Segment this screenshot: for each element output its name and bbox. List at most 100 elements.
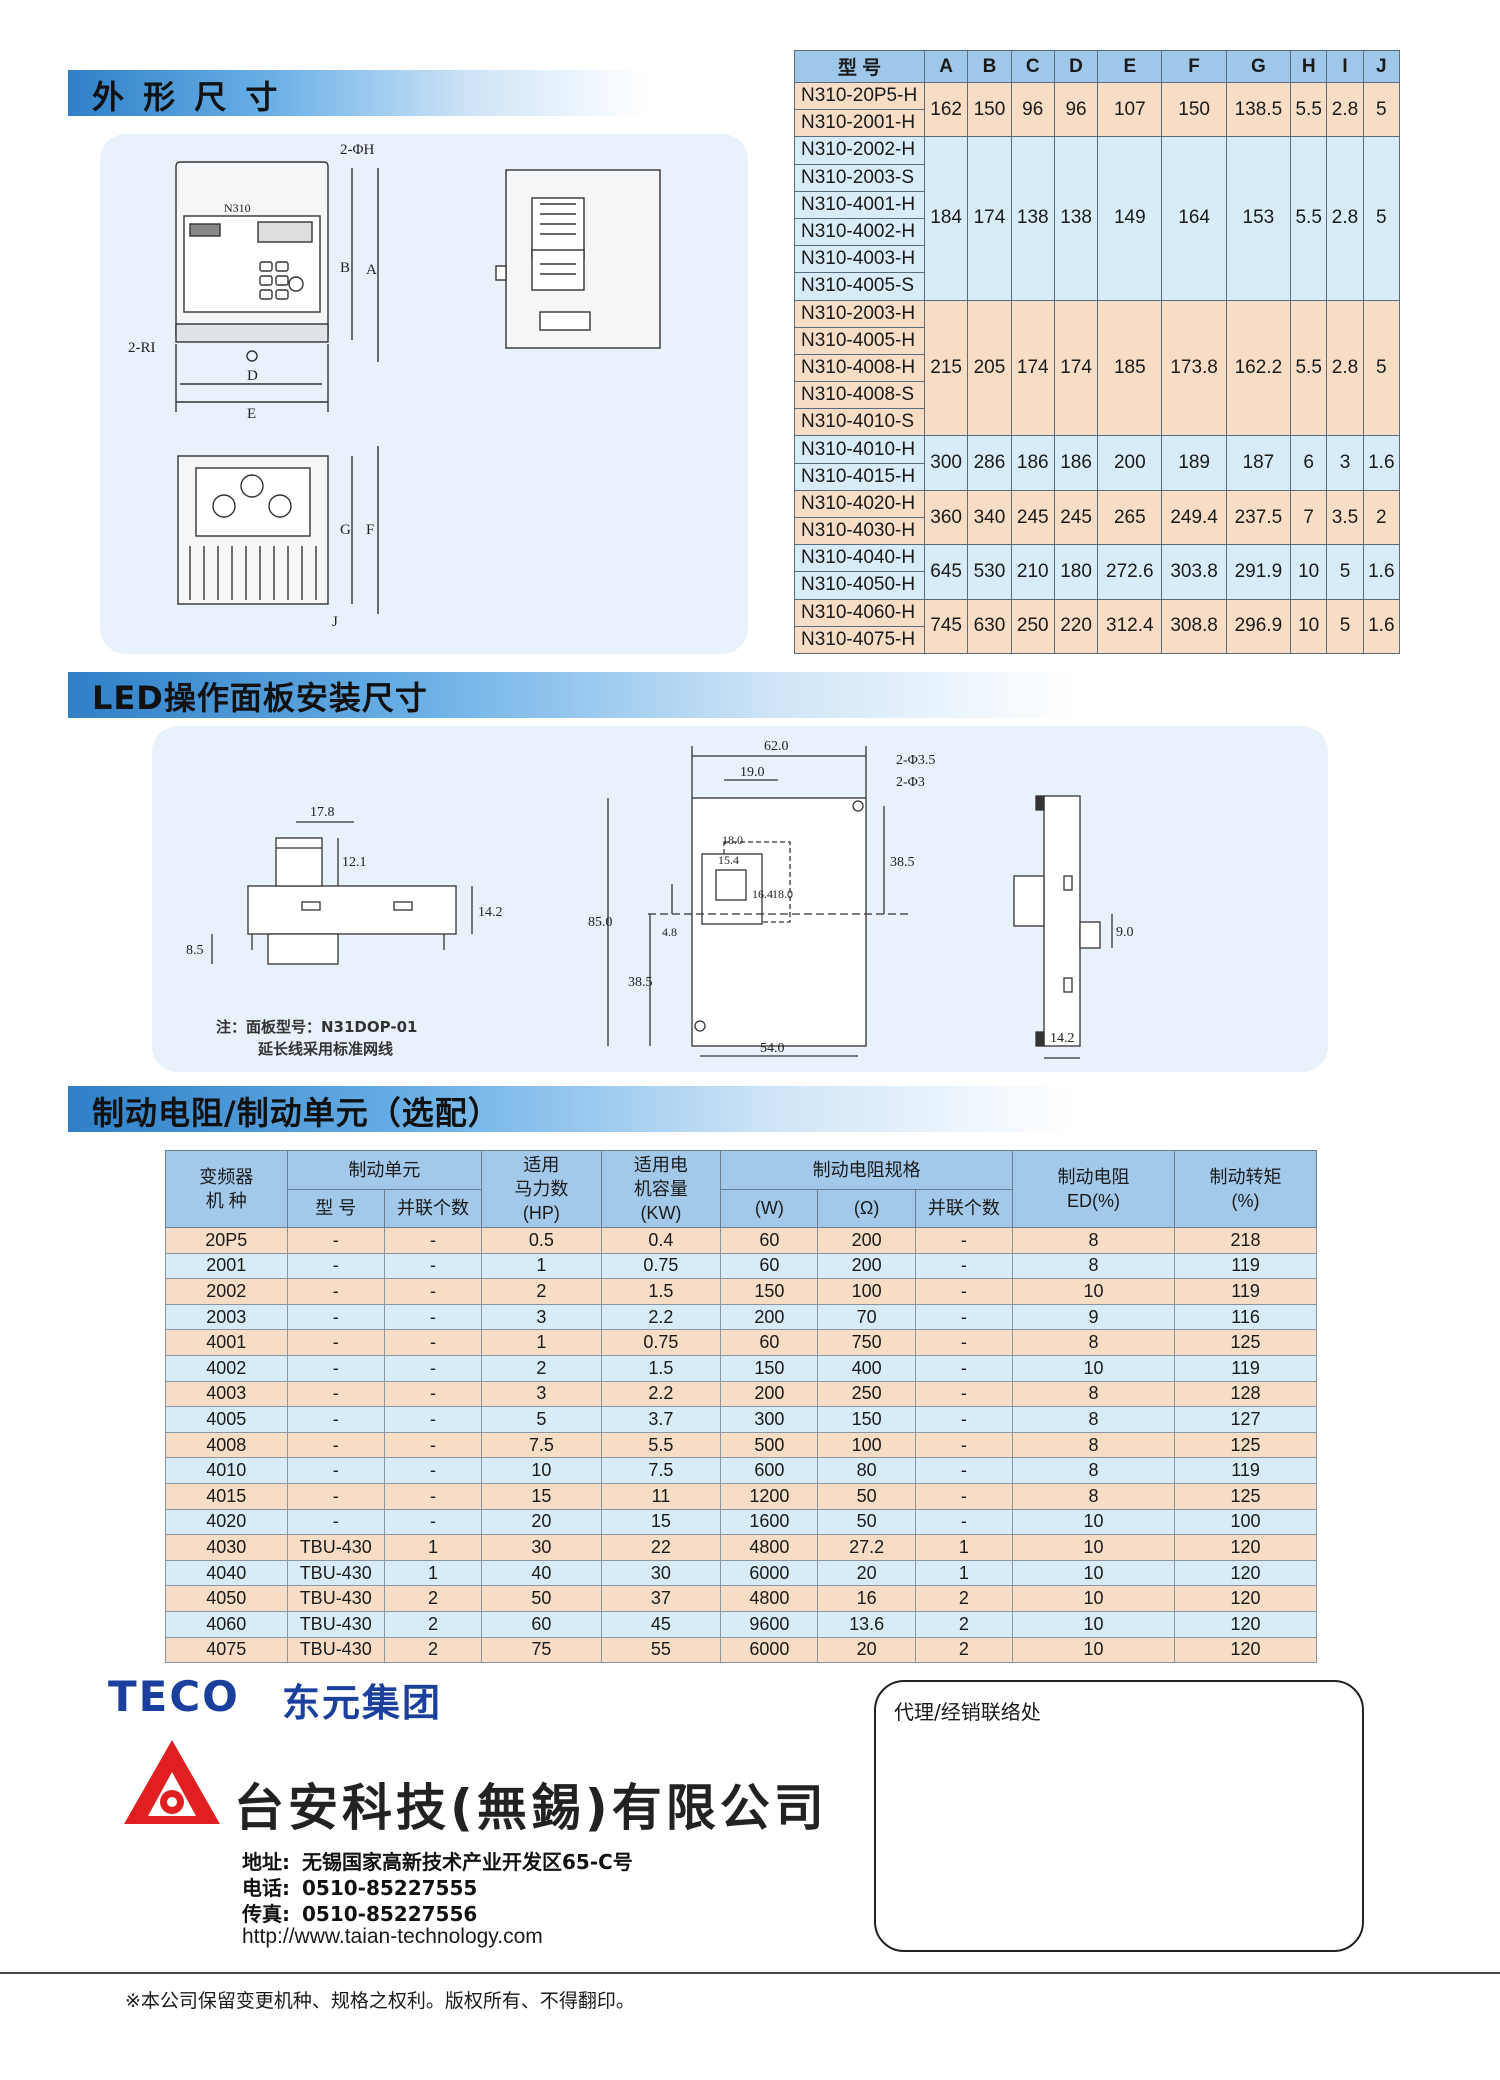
- dimension-value-cell: 210: [1010, 544, 1055, 600]
- brake-cell: 30: [481, 1534, 602, 1561]
- dimension-row: N310-4050-H: [794, 571, 1400, 600]
- dimension-value-cell: 745: [923, 598, 969, 654]
- led-dim-front-w: 62.0: [764, 739, 789, 754]
- brake-cell: -: [914, 1278, 1014, 1305]
- col-h: H: [1290, 50, 1328, 83]
- dimension-value-cell: 107: [1097, 81, 1163, 138]
- agent-contact-label: 代理/经销联络处: [894, 1700, 1041, 1724]
- brake-cell: -: [914, 1354, 1014, 1382]
- brake-cell: 2001: [165, 1252, 288, 1280]
- brake-cell: -: [286, 1406, 385, 1433]
- dimension-value-cell: 308.8: [1161, 598, 1227, 654]
- dimension-row: N310-4030-H: [794, 516, 1400, 546]
- dimension-value-cell: 150: [1161, 81, 1227, 138]
- led-dim-hole1: 2-Φ3.5: [896, 753, 935, 768]
- brake-cell: 200: [817, 1227, 916, 1254]
- brake-cell: 15: [481, 1482, 602, 1510]
- dimension-value-cell: 3.5: [1326, 489, 1364, 546]
- brake-cell: 0.75: [600, 1252, 722, 1280]
- brake-cell: -: [383, 1457, 483, 1484]
- brake-cell: 8: [1011, 1406, 1176, 1433]
- dimension-value-cell: 150: [967, 81, 1012, 138]
- dimension-value-cell: 138: [1010, 136, 1055, 301]
- brake-col-unit-type: 型 号: [286, 1188, 385, 1228]
- led-note: 注：面板型号：N31DOP-01 延长线采用标准网线: [216, 1016, 417, 1060]
- brake-cell: 6000: [720, 1636, 819, 1664]
- section-title-brake: 制动电阻/制动单元（选配）: [92, 1094, 501, 1132]
- brake-cell: 1.5: [600, 1278, 722, 1305]
- address-line: 地址:无锡国家高新技术产业开发区65-C号: [242, 1846, 633, 1875]
- brake-cell: 3: [481, 1303, 602, 1331]
- brake-cell: -: [383, 1303, 483, 1331]
- dimension-value-cell: 220: [1053, 598, 1099, 654]
- model-cell: N310-4001-H: [794, 190, 925, 219]
- led-dim-right-9: 9.0: [1116, 925, 1134, 940]
- dimension-value-cell: 250: [1010, 598, 1055, 654]
- brake-cell: 7.5: [600, 1457, 722, 1484]
- brake-cell: 120: [1174, 1610, 1317, 1638]
- brake-cell: -: [914, 1508, 1014, 1536]
- brake-col-kw: 适用电 机容量 (KW): [600, 1150, 722, 1228]
- dimension-value-cell: 164: [1161, 136, 1227, 301]
- dimension-value-cell: 360: [923, 489, 969, 546]
- led-dim-front-19: 19.0: [740, 765, 765, 780]
- dimension-value-cell: 300: [923, 435, 969, 491]
- brake-cell: 2: [914, 1610, 1014, 1638]
- brake-cell: 150: [720, 1278, 819, 1305]
- dimension-value-cell: 174: [1053, 299, 1099, 437]
- fax-value: 0510-85227556: [302, 1902, 478, 1926]
- dimension-value-cell: 5.5: [1290, 299, 1328, 437]
- fax-label: 传真:: [242, 1902, 290, 1926]
- brake-cell: 4001: [165, 1329, 288, 1356]
- agent-contact-box: 代理/经销联络处: [874, 1680, 1364, 1952]
- brake-cell: 20P5: [165, 1227, 288, 1254]
- led-dim-side-knob: 12.1: [342, 855, 367, 870]
- brake-cell: 10: [1011, 1534, 1176, 1561]
- dimension-row: N310-2003-S: [794, 163, 1400, 192]
- dimension-value-cell: 2.8: [1326, 81, 1364, 138]
- brake-cell: 2: [914, 1585, 1014, 1612]
- brake-cell: 4015: [165, 1482, 288, 1510]
- col-d: D: [1053, 50, 1099, 83]
- dim-letter-g: G: [340, 522, 351, 538]
- website-link[interactable]: http://www.taian-technology.com: [242, 1925, 543, 1948]
- address-value: 无锡国家高新技术产业开发区65-C号: [302, 1850, 633, 1874]
- brake-cell: 100: [817, 1431, 916, 1459]
- brake-cell: 10: [1011, 1610, 1176, 1638]
- led-dim-front-385l: 38.5: [628, 975, 653, 990]
- dimension-value-cell: 180: [1053, 544, 1099, 600]
- brake-cell: 119: [1174, 1252, 1317, 1280]
- brake-cell: 2.2: [600, 1380, 722, 1408]
- led-drawing-panel: 17.8 12.1 14.2 8.5 62.0 19.0 2-Φ3.5 2-Φ3…: [152, 726, 1328, 1072]
- brake-cell: 9: [1011, 1303, 1176, 1331]
- label-hole-top: 2-ΦH: [340, 142, 374, 158]
- brake-cell: -: [286, 1329, 385, 1356]
- brake-cell: 128: [1174, 1380, 1317, 1408]
- dimension-value-cell: 96: [1053, 81, 1099, 138]
- dimension-value-cell: 184: [923, 136, 969, 301]
- led-dim-front-164: 16.4: [752, 887, 773, 901]
- model-cell: N310-4075-H: [794, 625, 925, 654]
- model-cell: N310-4005-S: [794, 272, 925, 301]
- brake-cell: 10: [1011, 1636, 1176, 1664]
- brake-cell: 50: [817, 1508, 916, 1536]
- dimension-value-cell: 138: [1053, 136, 1099, 301]
- dimension-value-cell: 303.8: [1161, 544, 1227, 600]
- brake-col-hp: 适用 马力数 (HP): [481, 1150, 602, 1228]
- brake-cell: 1: [914, 1559, 1014, 1587]
- brake-cell: 200: [720, 1303, 819, 1331]
- label-hole-side: 2-RI: [128, 340, 156, 356]
- model-cell: N310-4060-H: [794, 598, 925, 627]
